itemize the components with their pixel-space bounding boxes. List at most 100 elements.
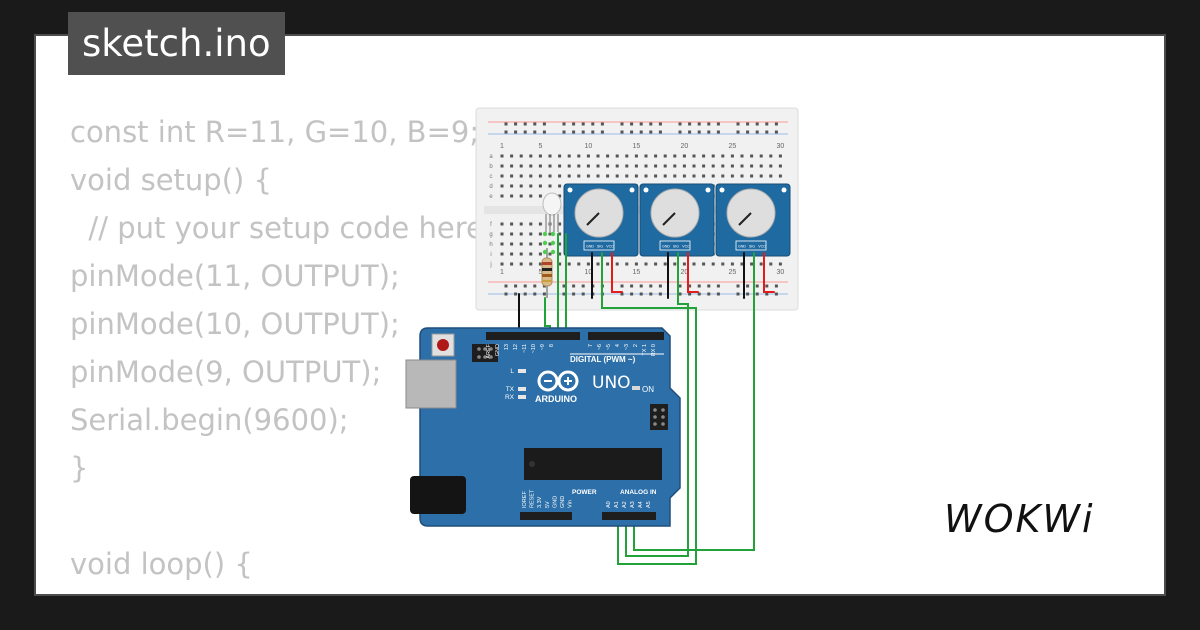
rail-hole bbox=[600, 130, 604, 134]
row-letter: b bbox=[489, 164, 493, 170]
breadboard-hole bbox=[519, 252, 523, 256]
digital-pin-label: ~9 bbox=[540, 344, 546, 350]
breadboard-hole bbox=[654, 262, 658, 266]
breadboard-hole bbox=[538, 252, 542, 256]
breadboard-hole bbox=[538, 194, 542, 198]
digital-header-left bbox=[486, 332, 580, 340]
breadboard-hole bbox=[510, 252, 514, 256]
wire-red bbox=[687, 252, 699, 293]
breadboard-hole bbox=[596, 174, 600, 178]
rail-hole bbox=[523, 284, 527, 288]
breadboard-hole bbox=[606, 262, 610, 266]
on-label: ON bbox=[642, 385, 654, 394]
breadboard-hole bbox=[769, 164, 773, 168]
rail-hole bbox=[591, 122, 595, 126]
breadboard-hole bbox=[759, 174, 763, 178]
breadboard-hole bbox=[500, 174, 504, 178]
breadboard-hole bbox=[663, 164, 667, 168]
breadboard-hole bbox=[634, 174, 638, 178]
breadboard-hole bbox=[634, 262, 638, 266]
breadboard-hole bbox=[644, 262, 648, 266]
breadboard-hole bbox=[577, 262, 581, 266]
mount-hole bbox=[781, 187, 787, 193]
breadboard-hole bbox=[500, 164, 504, 168]
column-number: 30 bbox=[777, 143, 785, 150]
breadboard-hole bbox=[519, 262, 523, 266]
code-line: } bbox=[70, 451, 89, 485]
breadboard-hole bbox=[510, 222, 514, 226]
rail-hole bbox=[649, 292, 653, 296]
project-card: const int R=11, G=10, B=9;void setup() {… bbox=[34, 34, 1166, 596]
rail-hole bbox=[504, 292, 508, 296]
breadboard-hole bbox=[663, 154, 667, 158]
breadboard-hole bbox=[778, 154, 782, 158]
pot-indicator bbox=[586, 212, 600, 226]
digital-pin-label: ~3 bbox=[624, 344, 630, 350]
digital-pin-label: ~10 bbox=[531, 344, 537, 353]
breadboard-hole bbox=[730, 262, 734, 266]
breadboard-hole bbox=[663, 174, 667, 178]
analog-pin-label: A5 bbox=[646, 501, 652, 508]
resistor-band bbox=[542, 274, 552, 277]
rail-hole bbox=[678, 284, 682, 288]
breadboard-hole bbox=[673, 164, 677, 168]
usb-connector bbox=[405, 359, 457, 409]
rail-hole bbox=[707, 122, 711, 126]
pot-pin-label: GND bbox=[662, 245, 670, 249]
breadboard-hole bbox=[644, 154, 648, 158]
breadboard-hole bbox=[500, 194, 504, 198]
breadboard-hole bbox=[519, 174, 523, 178]
row-letter: a bbox=[489, 154, 493, 160]
rgb-led[interactable] bbox=[542, 192, 562, 232]
breadboard-hole bbox=[615, 262, 619, 266]
connection-dot bbox=[550, 231, 556, 237]
breadboard-hole bbox=[510, 194, 514, 198]
breadboard-hole bbox=[711, 164, 715, 168]
breadboard-hole bbox=[558, 232, 562, 236]
breadboard-hole bbox=[519, 154, 523, 158]
rail-hole bbox=[533, 122, 537, 126]
digital-header-right bbox=[588, 332, 664, 340]
breadboard-hole bbox=[740, 154, 744, 158]
breadboard-hole bbox=[529, 174, 533, 178]
wire-signal-a0 bbox=[601, 252, 697, 565]
breadboard-hole bbox=[625, 164, 629, 168]
resistor-band bbox=[542, 280, 552, 282]
rail-hole bbox=[688, 122, 692, 126]
breadboard-hole bbox=[634, 154, 638, 158]
rail-hole bbox=[697, 292, 701, 296]
breadboard-hole bbox=[682, 164, 686, 168]
rail-hole bbox=[581, 130, 585, 134]
rail-hole bbox=[774, 284, 778, 288]
rail-hole bbox=[581, 122, 585, 126]
breadboard-hole bbox=[654, 154, 658, 158]
breadboard-hole bbox=[548, 174, 552, 178]
analog-pin-label: A2 bbox=[622, 501, 628, 508]
breadboard-hole bbox=[721, 164, 725, 168]
connection-dot bbox=[542, 240, 548, 246]
code-preview: const int R=11, G=10, B=9;void setup() {… bbox=[70, 108, 754, 594]
breadboard-hole bbox=[740, 262, 744, 266]
rail-hole bbox=[572, 130, 576, 134]
breadboard-hole bbox=[567, 174, 571, 178]
power-pin-label: RESET bbox=[530, 489, 536, 508]
breadboard-hole bbox=[529, 194, 533, 198]
code-line: // put your setup code here bbox=[70, 211, 484, 245]
breadboard-hole bbox=[586, 164, 590, 168]
breadboard-hole bbox=[692, 164, 696, 168]
file-tab[interactable]: sketch.ino bbox=[68, 12, 285, 75]
analog-pin-label: A1 bbox=[614, 501, 620, 508]
resistor[interactable] bbox=[541, 248, 553, 298]
breadboard-hole bbox=[615, 174, 619, 178]
power-pin-label: GND bbox=[560, 496, 566, 508]
breadboard-hole bbox=[721, 262, 725, 266]
breadboard-hole bbox=[558, 252, 562, 256]
breadboard-hole bbox=[730, 174, 734, 178]
breadboard-hole bbox=[519, 222, 523, 226]
